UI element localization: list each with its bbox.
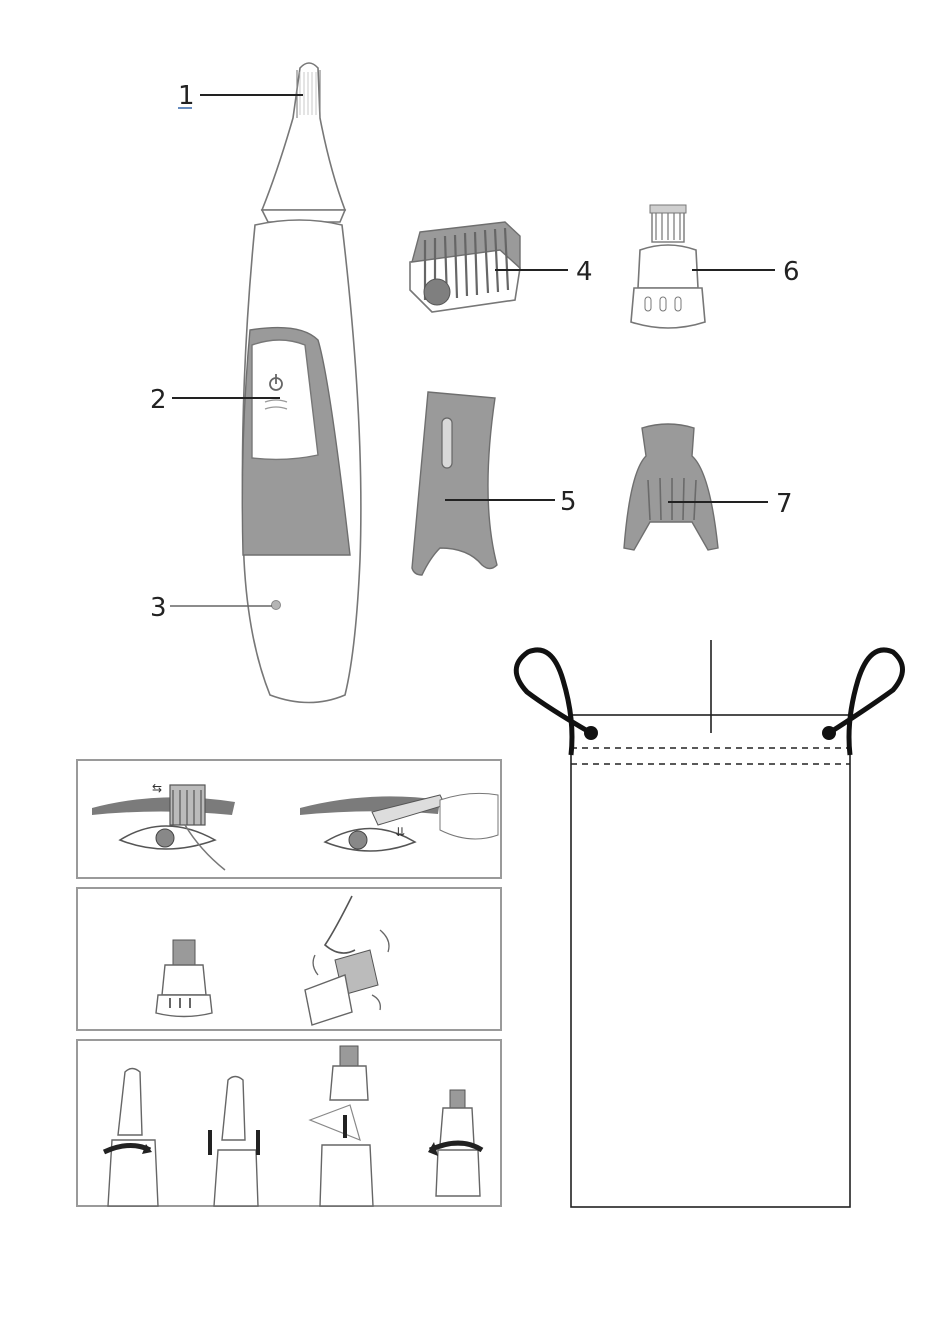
callout-6: 6 (783, 257, 800, 287)
panel-eyebrow-trimming: ⇆ ⇊ (77, 760, 501, 878)
svg-text:⇊: ⇊ (395, 825, 405, 839)
callout-4: 4 (576, 257, 593, 287)
panel-nose-trimming (77, 888, 501, 1030)
callout-5: 5 (560, 487, 577, 517)
eyebrow-comb-attachment (410, 222, 520, 312)
precision-trimmer-guide (412, 392, 497, 575)
panel-attachment-change (77, 1040, 501, 1206)
callout-7: 7 (776, 489, 793, 519)
svg-text:⇆: ⇆ (152, 781, 162, 795)
indicator-light (272, 601, 281, 610)
nose-trimmer-head (631, 205, 705, 328)
callout-1: 1 (178, 81, 195, 111)
nose-trimmer-guard (624, 424, 718, 550)
storage-pouch (516, 640, 902, 1207)
callout-2: 2 (150, 385, 167, 415)
callout-3: 3 (150, 593, 167, 623)
